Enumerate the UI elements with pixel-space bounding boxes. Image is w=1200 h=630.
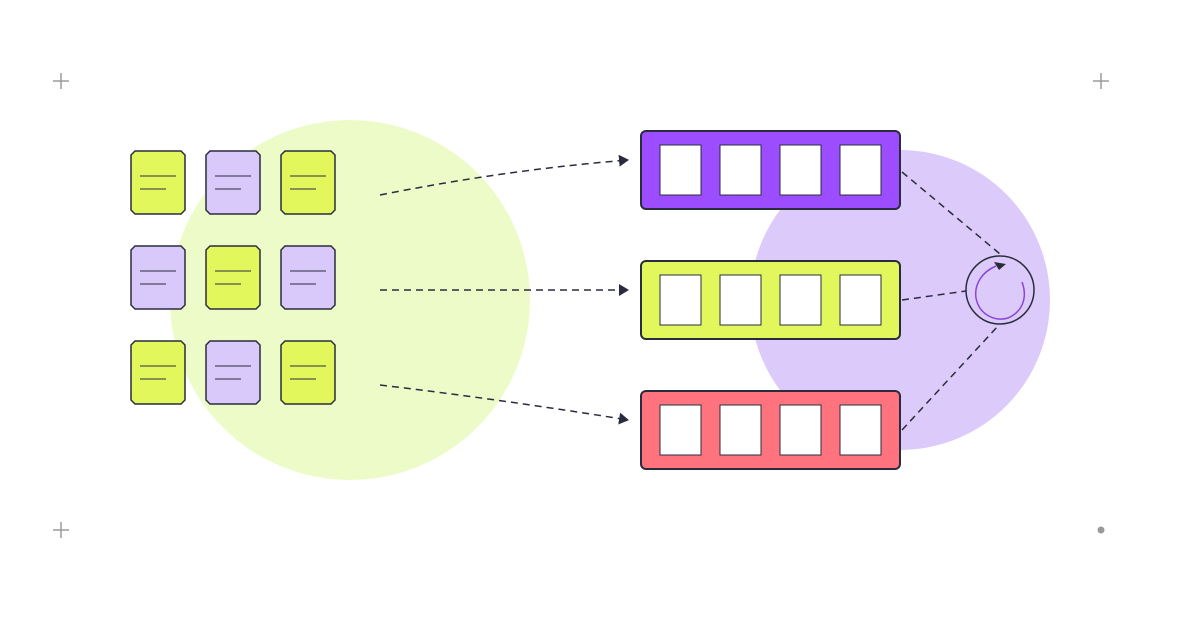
queue-slot xyxy=(659,144,702,196)
queue-slot xyxy=(719,404,762,456)
document-card-body xyxy=(280,340,336,405)
document-card-body xyxy=(280,150,336,215)
document-card xyxy=(130,150,186,215)
queue-slot xyxy=(839,404,882,456)
cycle-outer-ring xyxy=(965,255,1035,325)
queue-slot xyxy=(719,144,762,196)
corner-marker-top-right xyxy=(1093,73,1109,89)
document-card xyxy=(130,245,186,310)
document-card xyxy=(205,245,261,310)
queue-slot xyxy=(779,404,822,456)
queue-slot xyxy=(839,274,882,326)
document-card-body xyxy=(280,245,336,310)
queue-purple xyxy=(640,130,901,210)
document-card xyxy=(205,340,261,405)
queue-slot xyxy=(719,274,762,326)
connector-lime-to-cycle xyxy=(901,290,967,301)
cycle-arrow-arc xyxy=(974,265,1026,320)
queue-stack xyxy=(640,130,901,470)
queue-coral xyxy=(640,390,901,470)
arrow-to-coral-queue xyxy=(379,384,629,425)
cycle-arrowhead xyxy=(994,262,1006,270)
refresh-cycle-icon xyxy=(965,255,1035,325)
document-card-body xyxy=(205,150,261,215)
queue-slot xyxy=(779,144,822,196)
queue-lime xyxy=(640,260,901,340)
queue-body xyxy=(640,130,901,210)
corner-marker-bottom-left xyxy=(53,522,69,538)
document-card xyxy=(280,245,336,310)
document-card xyxy=(205,150,261,215)
document-card xyxy=(280,340,336,405)
document-card xyxy=(130,340,186,405)
document-card-body xyxy=(130,150,186,215)
document-grid xyxy=(130,150,336,405)
document-card-body xyxy=(205,340,261,405)
document-card-body xyxy=(130,245,186,310)
queue-slot xyxy=(779,274,822,326)
queue-slot xyxy=(659,404,702,456)
dot-icon xyxy=(1097,526,1105,534)
queue-slot xyxy=(839,144,882,196)
connector-purple-to-cycle xyxy=(901,171,1001,255)
arrow-to-purple-queue xyxy=(379,154,629,196)
document-card-body xyxy=(130,340,186,405)
document-card-body xyxy=(205,245,261,310)
queue-body xyxy=(640,260,901,340)
document-card xyxy=(280,150,336,215)
queue-slot xyxy=(659,274,702,326)
queue-body xyxy=(640,390,901,470)
corner-marker-top-left xyxy=(53,73,69,89)
